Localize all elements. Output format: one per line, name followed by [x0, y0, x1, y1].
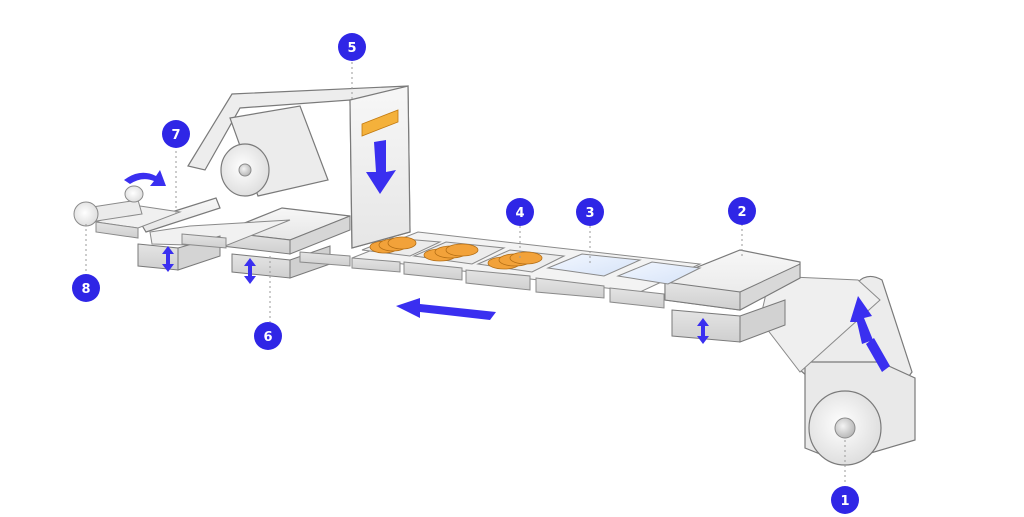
callout-label-8: 8 — [81, 282, 90, 297]
film-feed-arrow — [850, 296, 890, 372]
callout-badge-7: 7 — [162, 120, 190, 148]
callout-label-4: 4 — [515, 206, 524, 221]
callout-label-3: 3 — [585, 206, 594, 221]
cross-cut-station — [137, 197, 291, 271]
station-7-updown-arrow — [162, 246, 174, 272]
station-2-updown-arrow — [697, 318, 709, 344]
cookie-trays — [361, 236, 566, 273]
film-cavities — [546, 253, 702, 285]
film-cavity — [616, 261, 702, 285]
up-down-arrows — [162, 246, 709, 344]
callout-badge-4: 4 — [506, 198, 534, 226]
discharge-unit — [73, 185, 182, 239]
callout-badge-5: 5 — [338, 33, 366, 61]
callout-label-2: 2 — [737, 205, 746, 220]
callout-label-6: 6 — [263, 330, 272, 345]
sealing-station — [221, 207, 351, 279]
callout-badge-1: 1 — [831, 486, 859, 514]
lidding-down-arrow — [366, 140, 396, 194]
discharge-curve-arrow — [124, 170, 166, 186]
callout-badges: 1 2 3 4 5 6 7 8 — [72, 33, 859, 514]
callout-badge-2: 2 — [728, 197, 756, 225]
callout-badge-6: 6 — [254, 322, 282, 350]
discharge-roller — [73, 201, 99, 227]
flow-arrows — [124, 140, 890, 372]
lidding-film-strip — [361, 109, 399, 137]
callout-label-7: 7 — [171, 128, 180, 143]
callout-badge-3: 3 — [576, 198, 604, 226]
film-cavity — [546, 253, 642, 277]
station-6-updown-arrow — [244, 258, 256, 284]
leader-lines — [85, 62, 846, 484]
forming-station — [664, 249, 801, 343]
callout-label-1: 1 — [840, 494, 849, 509]
conveyor-direction-arrow — [396, 298, 496, 320]
callout-badge-8: 8 — [72, 274, 100, 302]
callout-label-5: 5 — [347, 41, 356, 56]
